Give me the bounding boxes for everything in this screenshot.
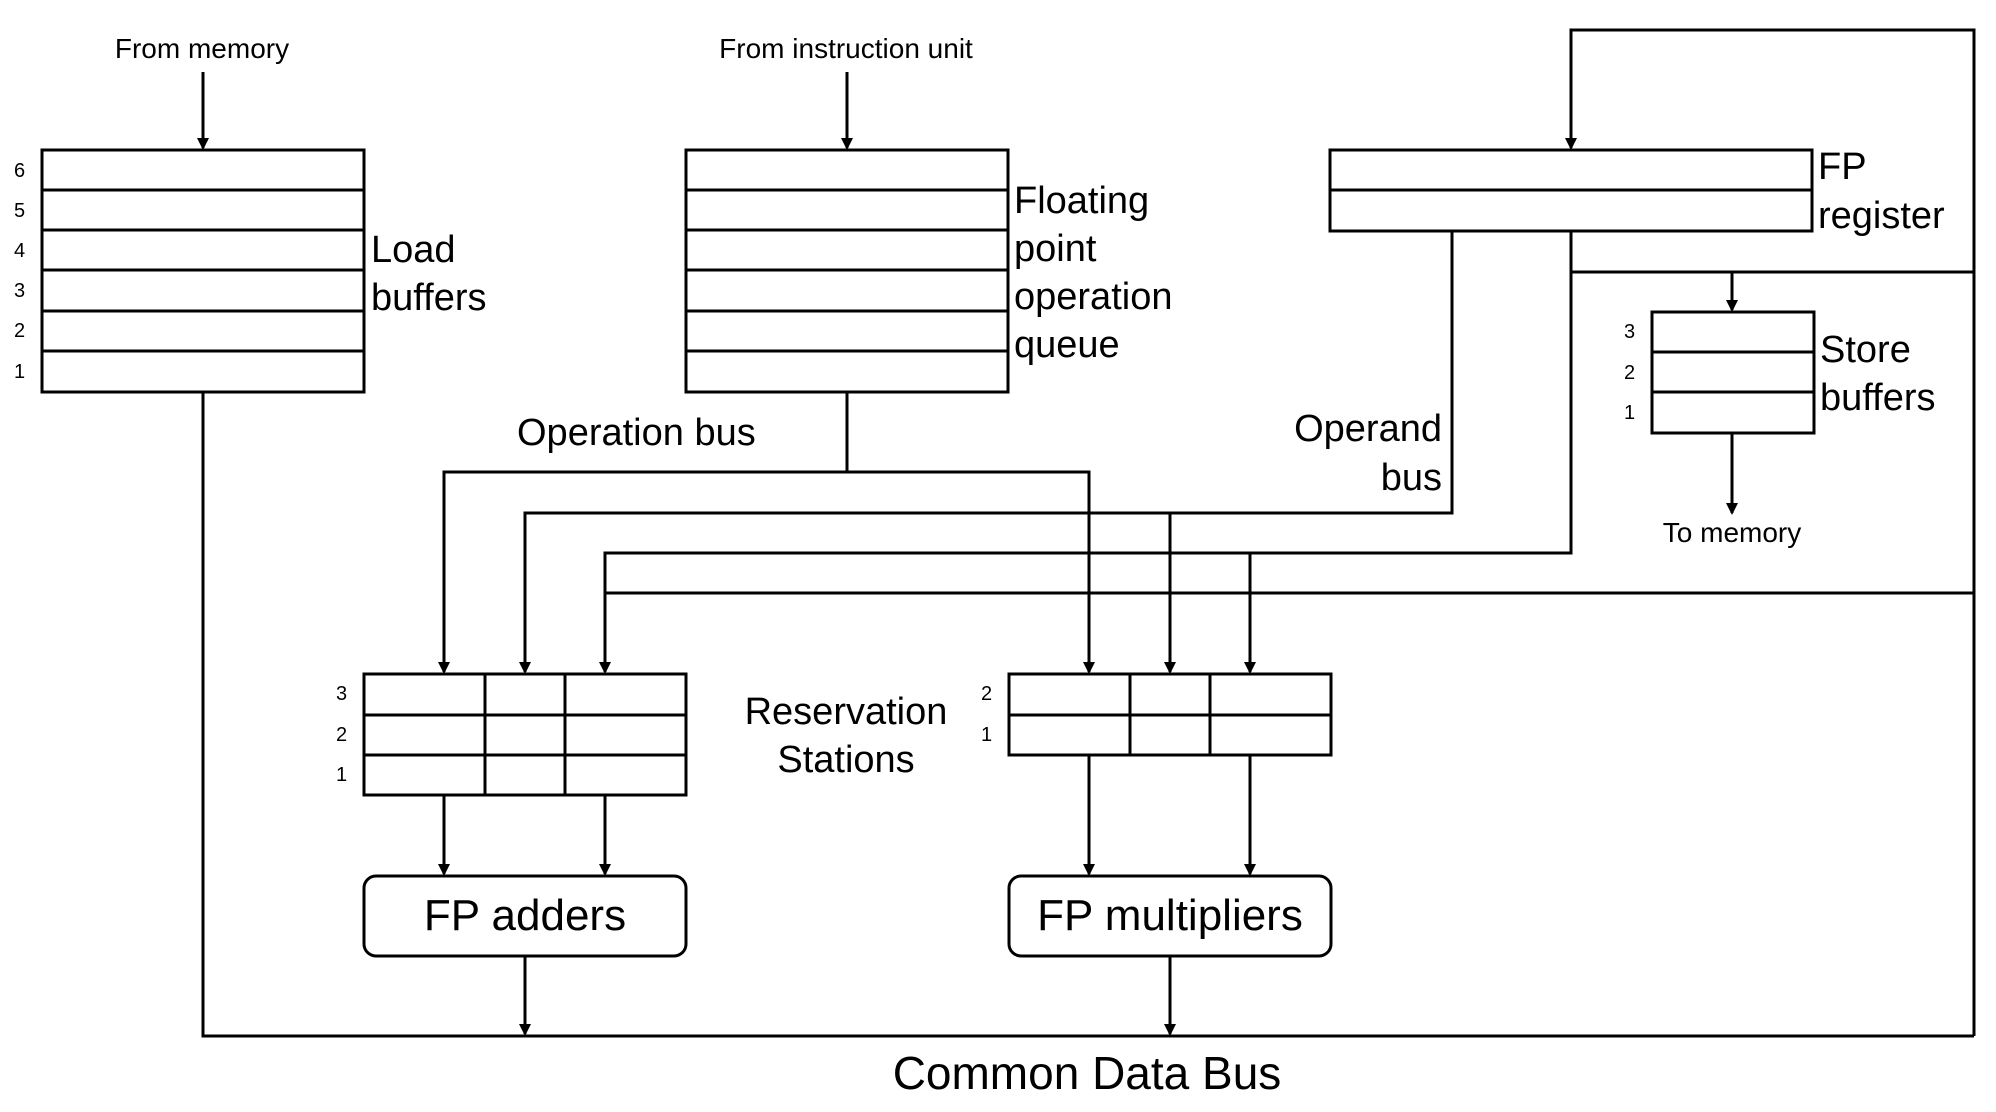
load-buffer-index: 6 [14,160,25,182]
reservation-stations-label: Stations [777,739,914,781]
load-buffer-index: 5 [14,200,25,222]
store-buffers: 3 2 1 Store buffers [1624,310,1935,435]
load-buffer-index: 2 [14,320,25,342]
operand-bus-left [523,231,1454,672]
adder-stations-box [362,672,688,797]
multiplier-reservation-stations: 2 1 [981,672,1333,757]
operand-bus-label: Operand [1294,408,1442,450]
operation-bus [442,470,1091,672]
operation-bus-label: Operation bus [517,412,756,454]
load-buffer-index: 3 [14,280,25,302]
common-data-bus-label: Common Data Bus [893,1047,1282,1099]
store-buffer-index: 2 [1624,362,1635,384]
store-buffers-label: Store [1820,329,1911,371]
adder-station-index: 3 [336,683,347,705]
operand-bus-right [603,272,1573,672]
multiplier-station-index: 1 [981,724,992,746]
from-memory-label: From memory [115,33,289,64]
fp-multipliers-unit: FP multipliers [1007,874,1333,958]
fp-multipliers-label: FP multipliers [1037,891,1303,940]
load-buffers-label: Load [371,229,456,271]
load-buffer-index: 1 [14,361,25,383]
operand-bus-label: bus [1381,457,1442,499]
fp-operation-queue-label: point [1014,228,1097,270]
load-buffer-index: 4 [14,240,25,262]
multiplier-station-index: 2 [981,683,992,705]
fp-register: FP register [1328,146,1945,237]
to-memory-label: To memory [1663,517,1801,548]
fp-operation-queue: Floating point operation queue [684,148,1172,394]
fp-operation-queue-label: queue [1014,324,1120,366]
adder-station-index: 1 [336,764,347,786]
fp-register-label: register [1818,195,1945,237]
store-buffer-index: 3 [1624,321,1635,343]
adder-reservation-stations: 3 2 1 [336,672,688,797]
cdb-to-fp-register-wire [1565,28,1976,1036]
from-instruction-unit-label: From instruction unit [719,33,973,64]
fp-operation-queue-label: Floating [1014,180,1149,222]
common-data-bus [201,392,1974,1038]
load-buffers: 6 5 4 3 2 1 Load buffers [14,148,486,394]
fp-adders-unit: FP adders [362,874,688,958]
fp-adders-label: FP adders [424,891,626,940]
store-buffers-label: buffers [1820,377,1935,419]
fp-operation-queue-label: operation [1014,276,1172,318]
store-buffers-box [1650,310,1816,435]
load-buffers-label: buffers [371,277,486,319]
adder-station-index: 2 [336,724,347,746]
reservation-stations-label: Reservation [745,691,948,733]
store-buffer-index: 1 [1624,402,1635,424]
register-store-bus [1569,231,1974,274]
fp-register-label: FP [1818,146,1867,188]
